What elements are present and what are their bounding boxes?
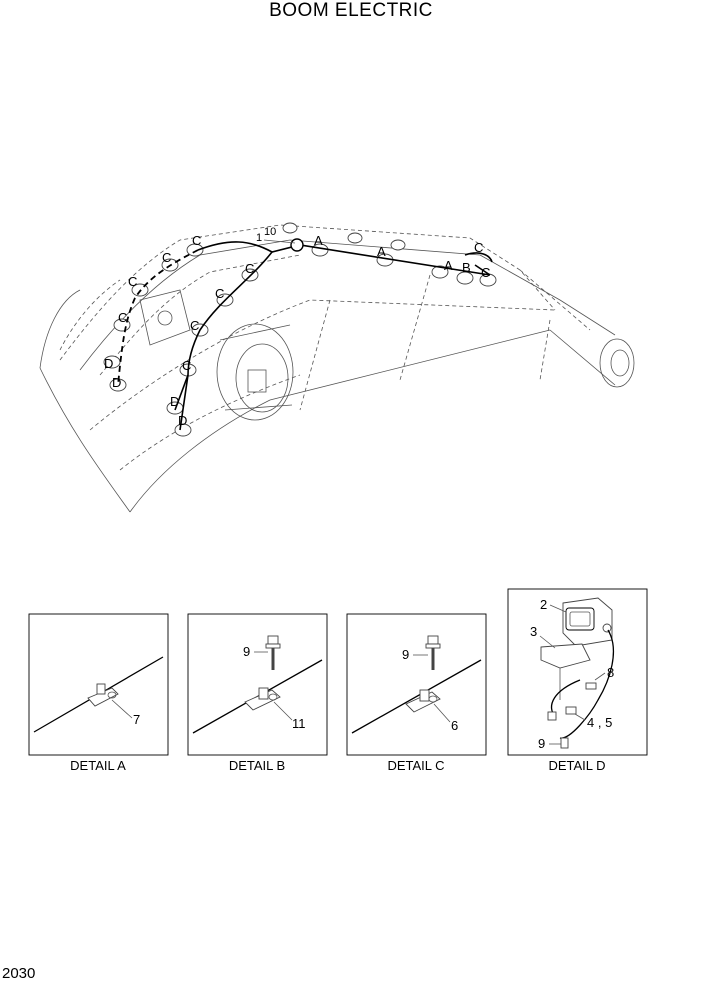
part-number: 9 xyxy=(402,647,409,662)
callout-c: C xyxy=(128,274,137,289)
callout-c: C xyxy=(118,310,127,325)
callout-b: B xyxy=(462,260,471,275)
part-number: 7 xyxy=(133,712,140,727)
grommet-icon xyxy=(290,238,304,252)
part-number: 2 xyxy=(540,597,547,612)
detail-d-panel: 2 3 8 4 , 5 9 DETAIL D xyxy=(507,588,648,773)
part-number: 11 xyxy=(292,716,306,731)
callout-c: C xyxy=(192,233,201,248)
part-number: 9 xyxy=(243,644,250,659)
part-number: 8 xyxy=(607,665,614,680)
boom-outline xyxy=(39,224,635,513)
part-number: 3 xyxy=(530,624,537,639)
callout-part-10: 10 xyxy=(264,226,276,238)
page-number: 2030 xyxy=(2,965,36,982)
detail-caption: DETAIL B xyxy=(229,758,285,773)
callout-c: C xyxy=(215,286,224,301)
callout-c: C xyxy=(245,261,254,276)
callout-d: D xyxy=(112,375,121,390)
callout-d: D xyxy=(170,394,179,409)
detail-caption: DETAIL C xyxy=(387,758,444,773)
callout-a: A xyxy=(377,244,386,259)
callout-d: D xyxy=(104,356,113,371)
detail-c-panel: 9 6 DETAIL C xyxy=(346,613,487,773)
part-number: 4 , 5 xyxy=(587,715,612,730)
callout-a: A xyxy=(314,233,323,248)
callout-c: C xyxy=(190,318,199,333)
detail-caption: DETAIL D xyxy=(548,758,605,773)
detail-caption: DETAIL A xyxy=(70,758,126,773)
callout-a: A xyxy=(444,258,453,273)
part-number: 9 xyxy=(538,736,545,751)
callout-c: C xyxy=(474,240,483,255)
callout-c: C xyxy=(481,265,490,280)
detail-a-panel: 7 DETAIL A xyxy=(28,613,169,773)
callout-part-1: 1 xyxy=(256,232,262,244)
callout-c: C xyxy=(182,358,191,373)
part-number: 6 xyxy=(451,718,458,733)
boom-callouts: C C C C C C C C C C A A A B D D D D 1 10 xyxy=(104,226,490,428)
detail-b-panel: 9 11 DETAIL B xyxy=(187,613,328,773)
boom-wiring xyxy=(117,238,493,431)
callout-d: D xyxy=(178,413,187,428)
callout-c: C xyxy=(162,250,171,265)
page-title: BOOM ELECTRIC xyxy=(269,0,433,21)
